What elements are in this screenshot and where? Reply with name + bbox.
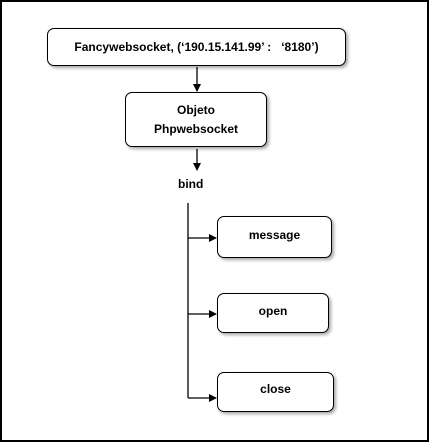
event-message-label: message: [248, 228, 301, 242]
event-close-label: close: [260, 382, 291, 396]
event-close-node: close: [217, 372, 334, 412]
event-open-node: open: [217, 293, 329, 333]
bind-label: bind: [178, 177, 204, 191]
object-label-line2: Phpwebsocket: [153, 121, 239, 136]
websocket-server-label: Fancywebsocket, (‘190.15.141.99’ : ‘8180…: [74, 39, 319, 54]
phpwebsocket-object-node: Objeto Phpwebsocket: [125, 92, 267, 147]
websocket-server-node: Fancywebsocket, (‘190.15.141.99’ : ‘8180…: [47, 28, 346, 66]
event-message-node: message: [217, 216, 332, 258]
event-open-label: open: [258, 304, 288, 318]
object-label-line1: Objeto: [177, 102, 215, 117]
